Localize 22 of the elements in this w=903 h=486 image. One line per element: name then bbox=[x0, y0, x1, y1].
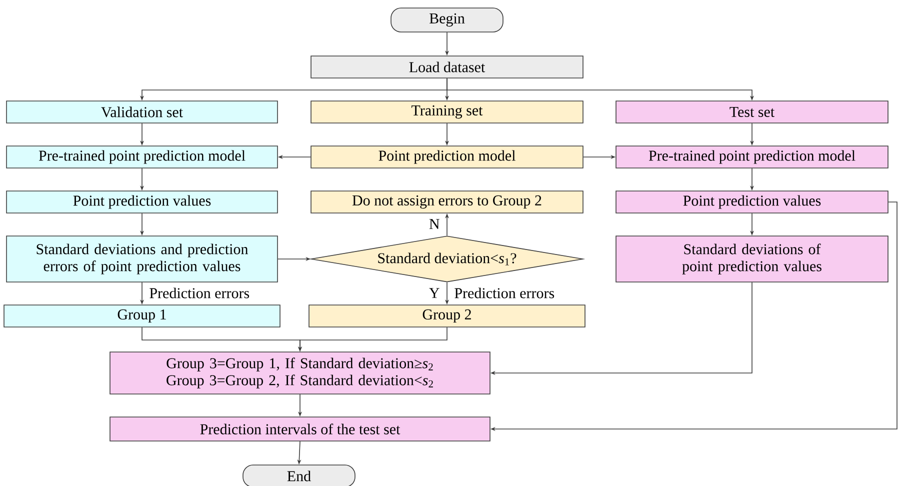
process-box: Do not assign errors to Group 2 bbox=[310, 190, 584, 214]
process-box: Point prediction values bbox=[6, 190, 278, 214]
process-box: Point prediction model bbox=[310, 146, 584, 168]
terminal-box: End bbox=[242, 464, 356, 486]
process-box: Standard deviations of point prediction values bbox=[616, 236, 888, 282]
process-box: Training set bbox=[310, 100, 584, 124]
process-box: Pre-trained point prediction model bbox=[6, 146, 278, 168]
process-box: Standard deviations and prediction errors of point prediction values bbox=[6, 236, 278, 282]
terminal-box: Begin bbox=[390, 8, 504, 32]
process-box: Group 1 bbox=[4, 304, 280, 328]
process-box: Pre-trained point prediction model bbox=[616, 146, 888, 168]
edge-label: N bbox=[429, 219, 440, 229]
text-label: Prediction errors bbox=[454, 288, 554, 298]
process-box: Validation set bbox=[6, 100, 278, 124]
process-box: Point prediction values bbox=[616, 190, 888, 214]
process-box: Group 2 bbox=[308, 304, 586, 328]
process-box: Prediction intervals of the test set bbox=[110, 416, 490, 442]
process-box: Group 3=Group 1, If Standard deviation≥s$_{2}$ Group 3=Group 2, If Standard deviation<s$_{2}$ bbox=[110, 352, 490, 394]
process-box: Load dataset bbox=[310, 56, 584, 78]
edge-label: Prediction errors bbox=[150, 288, 250, 298]
process-box: Test set bbox=[616, 100, 888, 124]
edge-label: Y bbox=[429, 288, 440, 298]
